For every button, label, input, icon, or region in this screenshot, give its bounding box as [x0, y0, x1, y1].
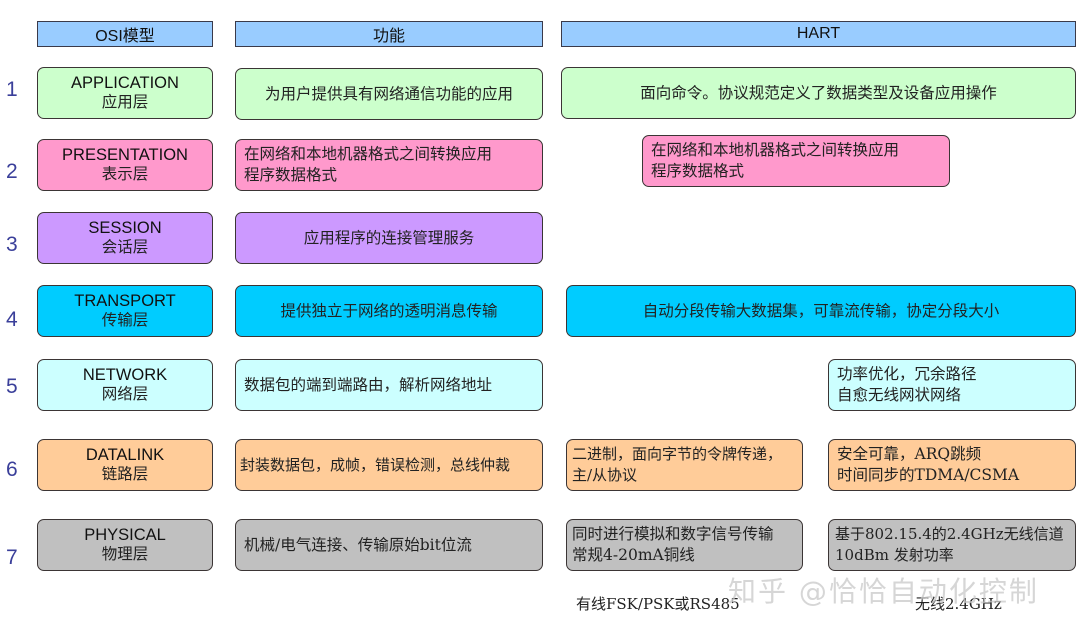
layer-zh-label: 应用层: [101, 94, 149, 111]
hart-text-line1: 同时进行模拟和数字信号传输: [572, 525, 774, 543]
hart-presentation: 在网络和本地机器格式之间转换应用 程序数据格式: [642, 135, 950, 187]
function-transport: 提供独立于网络的透明消息传输: [235, 285, 543, 337]
wired-medium-label: 有线FSK/PSK或RS485: [576, 595, 740, 613]
function-text-line1: 在网络和本地机器格式之间转换应用: [244, 145, 493, 163]
hart-text-line2: 10dBm 发射功率: [835, 546, 954, 564]
hart-text: 自动分段传输大数据集，可靠流传输，协定分段大小: [642, 301, 1000, 320]
wireless-medium-label: 无线2.4GHz: [915, 595, 1002, 613]
hart-application: 面向命令。协议规范定义了数据类型及设备应用操作: [561, 67, 1076, 119]
function-session: 应用程序的连接管理服务: [235, 212, 543, 264]
layer-physical: PHYSICAL 物理层: [37, 519, 213, 571]
layer-number-4: 4: [6, 308, 18, 331]
function-text: 为用户提供具有网络通信功能的应用: [264, 84, 513, 103]
layer-zh-label: 链路层: [101, 466, 149, 483]
hart-wired-datalink: 二进制，面向字节的令牌传递， 主/从协议: [566, 439, 803, 491]
layer-en-label: APPLICATION: [71, 74, 179, 92]
layer-en-label: DATALINK: [85, 446, 165, 464]
layer-zh-label: 传输层: [101, 312, 149, 329]
header-osi-label: OSI模型: [95, 28, 155, 45]
hart-wireless-physical: 基于802.15.4的2.4GHz无线信道 10dBm 发射功率: [828, 519, 1076, 571]
function-text: 封装数据包，成帧，错误检测，总线仲裁: [240, 455, 511, 474]
layer-en-label: SESSION: [88, 219, 162, 237]
layer-presentation: PRESENTATION 表示层: [37, 139, 213, 191]
header-hart: HART: [561, 21, 1076, 47]
hart-wireless-network: 功率优化，冗余路径 自愈无线网状网络: [828, 359, 1076, 411]
layer-zh-label: 表示层: [101, 166, 149, 183]
hart-wireless-datalink: 安全可靠，ARQ跳频 时间同步的TDMA/CSMA: [828, 439, 1076, 491]
hart-text-line2: 程序数据格式: [651, 162, 745, 180]
hart-text-line2: 常规4-20mA铜线: [572, 546, 695, 564]
layer-datalink: DATALINK 链路层: [37, 439, 213, 491]
layer-session: SESSION 会话层: [37, 212, 213, 264]
function-text: 提供独立于网络的透明消息传输: [280, 301, 498, 320]
layer-transport: TRANSPORT 传输层: [37, 285, 213, 337]
function-datalink: 封装数据包，成帧，错误检测，总线仲裁: [235, 439, 543, 491]
function-physical: 机械/电气连接、传输原始bit位流: [235, 519, 543, 571]
layer-number-5: 5: [6, 375, 18, 398]
layer-number-6: 6: [6, 458, 18, 481]
hart-text-line1: 在网络和本地机器格式之间转换应用: [651, 141, 900, 159]
function-text: 数据包的端到端路由，解析网络地址: [244, 375, 493, 394]
hart-text-line1: 安全可靠，ARQ跳频: [837, 445, 982, 463]
hart-text-line1: 功率优化，冗余路径: [837, 365, 977, 383]
layer-en-label: TRANSPORT: [74, 292, 176, 310]
hart-text-line1: 二进制，面向字节的令牌传递，: [572, 445, 783, 463]
layer-number-2: 2: [6, 160, 18, 183]
layer-en-label: PHYSICAL: [84, 526, 166, 544]
layer-number-7: 7: [6, 546, 18, 569]
function-application: 为用户提供具有网络通信功能的应用: [235, 68, 543, 120]
hart-text: 面向命令。协议规范定义了数据类型及设备应用操作: [640, 83, 997, 102]
layer-zh-label: 会话层: [101, 239, 149, 256]
layer-en-label: PRESENTATION: [62, 146, 188, 164]
layer-zh-label: 物理层: [101, 546, 149, 563]
function-text: 应用程序的连接管理服务: [303, 228, 475, 247]
header-function: 功能: [235, 21, 543, 47]
hart-transport: 自动分段传输大数据集，可靠流传输，协定分段大小: [566, 285, 1076, 337]
function-text-line2: 程序数据格式: [244, 166, 338, 184]
watermark: 知乎 @恰恰自动化控制: [728, 575, 1039, 608]
layer-en-label: NETWORK: [82, 366, 168, 384]
layer-zh-label: 网络层: [101, 386, 149, 403]
hart-text-line1: 基于802.15.4的2.4GHz无线信道: [835, 525, 1064, 543]
hart-text-line2: 时间同步的TDMA/CSMA: [837, 466, 1020, 484]
layer-application: APPLICATION 应用层: [37, 67, 213, 119]
layer-number-1: 1: [6, 78, 18, 101]
hart-text-line2: 自愈无线网状网络: [837, 386, 962, 404]
layer-network: NETWORK 网络层: [37, 359, 213, 411]
hart-text-line2: 主/从协议: [572, 466, 638, 484]
header-hart-label: HART: [796, 25, 841, 42]
function-text: 机械/电气连接、传输原始bit位流: [244, 535, 472, 554]
hart-wired-physical: 同时进行模拟和数字信号传输 常规4-20mA铜线: [566, 519, 803, 571]
header-function-label: 功能: [372, 28, 405, 45]
function-presentation: 在网络和本地机器格式之间转换应用 程序数据格式: [235, 139, 543, 191]
layer-number-3: 3: [6, 233, 18, 256]
header-osi-model: OSI模型: [37, 21, 213, 47]
function-network: 数据包的端到端路由，解析网络地址: [235, 359, 543, 411]
